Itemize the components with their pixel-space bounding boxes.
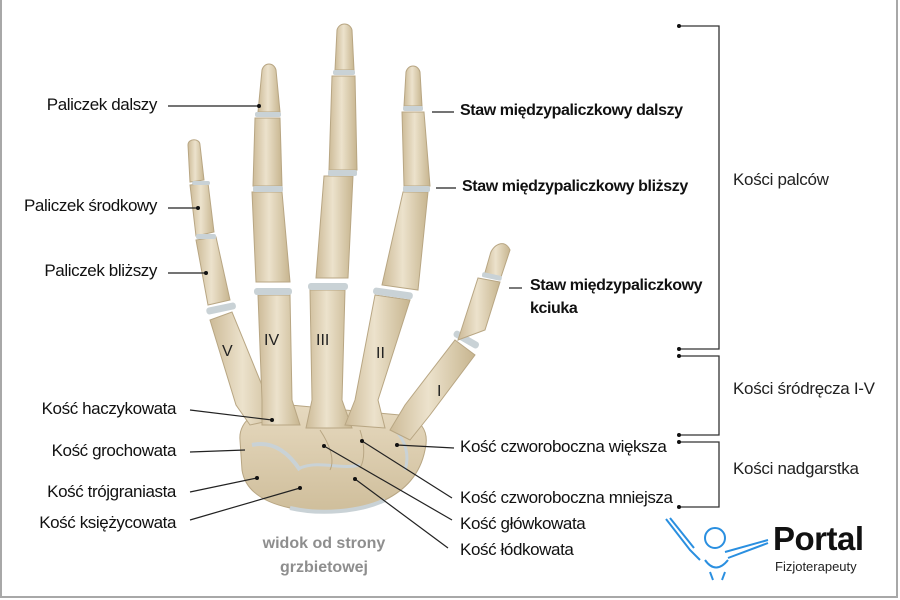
finger-iv bbox=[251, 63, 291, 283]
label-kosc-trojgraniasta: Kość trójgraniasta bbox=[47, 482, 176, 501]
numeral-v: V bbox=[222, 343, 233, 360]
leader-dots bbox=[196, 104, 399, 490]
group-kosci-nadgarstka: Kości nadgarstka bbox=[733, 459, 859, 478]
group-brackets bbox=[679, 25, 720, 508]
numeral-ii: II bbox=[376, 345, 385, 362]
numeral-iv: IV bbox=[264, 332, 280, 349]
label-kosc-haczykowata: Kość haczykowata bbox=[41, 399, 177, 418]
label-staw-blizszy: Staw międzypaliczkowy bliższy bbox=[462, 178, 688, 195]
finger-iii bbox=[315, 23, 358, 279]
label-glowkowata: Kość główkowata bbox=[460, 514, 586, 533]
logo-subtitle: Fizjoterapeuty bbox=[775, 559, 857, 574]
label-paliczek-dalszy: Paliczek dalszy bbox=[46, 95, 158, 114]
numeral-iii: III bbox=[316, 332, 330, 349]
group-kosci-palcow: Kości palców bbox=[733, 170, 829, 189]
view-caption-line1: widok od strony bbox=[262, 535, 386, 552]
finger-ii bbox=[381, 65, 431, 291]
label-staw-dalszy: Staw międzypaliczkowy dalszy bbox=[460, 102, 683, 119]
view-caption: widok od strony grzbietowej bbox=[244, 532, 404, 580]
label-staw-kciuka-line1: Staw międzypaliczkowy bbox=[530, 277, 703, 294]
label-lodkowata: Kość łódkowata bbox=[460, 540, 574, 559]
label-paliczek-blizszy: Paliczek bliższy bbox=[44, 261, 157, 280]
metacarpals bbox=[209, 289, 476, 441]
finger-v bbox=[187, 139, 231, 306]
bracket-dots bbox=[677, 24, 681, 509]
label-kosc-grochowata: Kość grochowata bbox=[51, 441, 177, 460]
leader-lines bbox=[168, 105, 522, 549]
label-czworoboczna-wieksza: Kość czworoboczna większa bbox=[460, 437, 667, 456]
logo-figure-icon bbox=[665, 517, 769, 581]
thumb bbox=[457, 243, 511, 341]
group-kosci-srodrecza: Kości śródręcza I-V bbox=[733, 379, 875, 398]
numeral-i: I bbox=[437, 383, 442, 400]
label-paliczek-srodkowy: Paliczek środkowy bbox=[23, 196, 157, 215]
ip-joint-cartilage bbox=[192, 70, 502, 281]
label-staw-kciuka-line2: kciuka bbox=[530, 300, 578, 317]
label-kosc-ksiezycowata: Kość księżycowata bbox=[39, 513, 176, 532]
view-caption-line2: grzbietowej bbox=[279, 559, 368, 576]
logo-title: Portal bbox=[773, 520, 864, 557]
carpal-bones bbox=[239, 404, 427, 514]
label-czworoboczna-mniejsza: Kość czworoboczna mniejsza bbox=[460, 488, 673, 507]
